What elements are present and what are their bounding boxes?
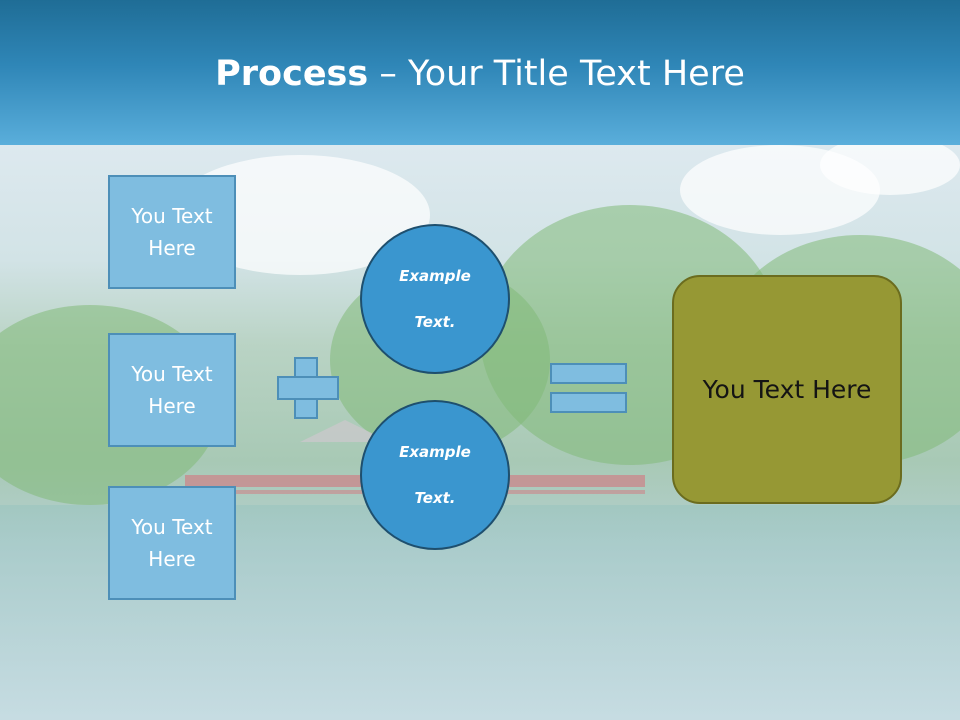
equals-top-bar bbox=[550, 363, 627, 384]
result-label: You Text Here bbox=[702, 375, 872, 404]
input-box-1-line2: Here bbox=[148, 236, 196, 260]
circle-1-line2: Text. bbox=[414, 312, 456, 331]
input-box-2-line1: You Text bbox=[131, 362, 213, 386]
input-box-1-line1: You Text bbox=[131, 204, 213, 228]
input-box-2-line2: Here bbox=[148, 394, 196, 418]
circle-1-line1: Example bbox=[399, 266, 471, 285]
equals-bottom-bar bbox=[550, 392, 627, 413]
circle-2-line1: Example bbox=[399, 442, 471, 461]
circle-2-line2: Text. bbox=[414, 488, 456, 507]
plus-center bbox=[296, 378, 316, 398]
title-rest: – Your Title Text Here bbox=[368, 54, 745, 94]
title-bold: Process bbox=[215, 54, 369, 94]
input-box-3-line1: You Text bbox=[131, 515, 213, 539]
cloud bbox=[820, 145, 960, 195]
result-box[interactable]: You Text Here bbox=[672, 275, 902, 504]
title-bar: Process – Your Title Text Here bbox=[0, 0, 960, 145]
page-title: Process – Your Title Text Here bbox=[0, 52, 960, 96]
input-box-3-line2: Here bbox=[148, 547, 196, 571]
